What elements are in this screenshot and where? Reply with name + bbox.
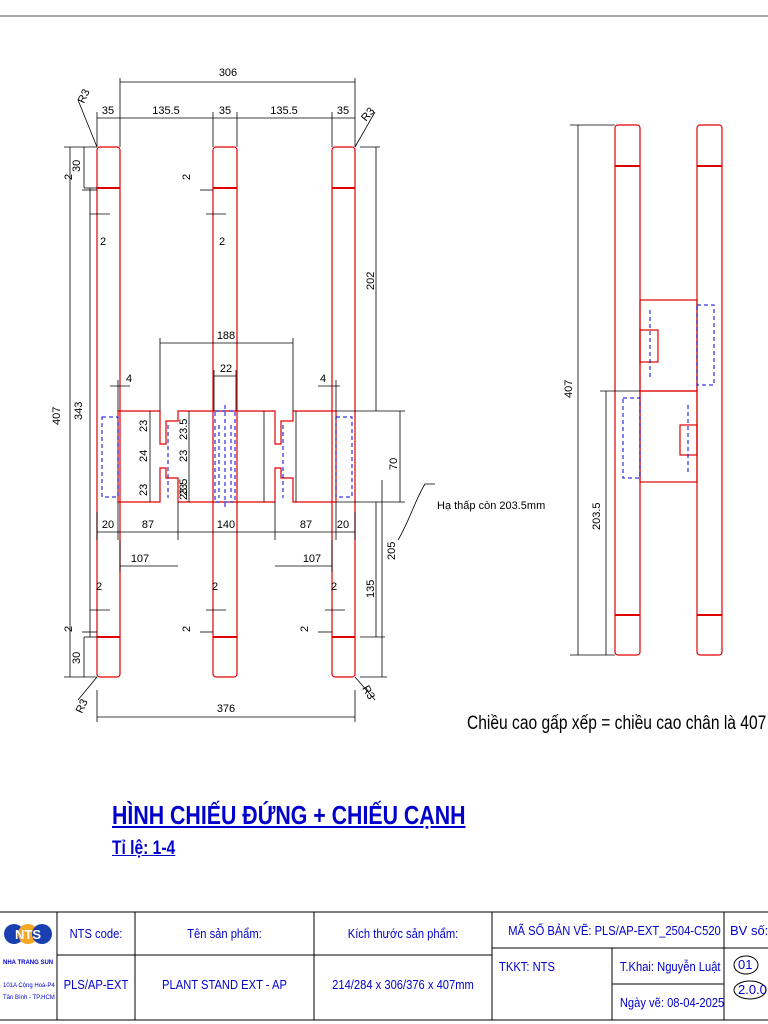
title-block-grid	[0, 911, 768, 1021]
svg-text:2: 2	[63, 174, 75, 180]
svg-text:Hạ thấp còn 203.5mm: Hạ thấp còn 203.5mm	[437, 500, 545, 512]
svg-text:35: 35	[219, 105, 231, 117]
svg-text:2: 2	[181, 174, 193, 180]
company-address-2: Tân Bình - TP.HCM	[3, 995, 55, 1001]
code-label: NTS code:	[69, 926, 123, 941]
leg-right	[331, 146, 356, 678]
product-value: PLANT STAND EXT - AP	[162, 977, 287, 992]
company-logo: NTS	[4, 924, 52, 944]
svg-text:2: 2	[212, 581, 218, 593]
svg-text:2: 2	[299, 626, 311, 632]
company-name: NHA TRANG SUN	[3, 960, 54, 966]
svg-text:87: 87	[300, 519, 312, 531]
svg-text:2: 2	[331, 581, 337, 593]
svg-text:30: 30	[71, 160, 83, 172]
svg-text:2: 2	[96, 581, 102, 593]
drawing-number: MÃ SỐ BẢN VẼ: PLS/AP-EXT_2504-C520	[508, 923, 721, 938]
svg-text:35: 35	[337, 105, 349, 117]
svg-text:2: 2	[100, 236, 106, 248]
svg-text:23: 23	[138, 484, 150, 496]
svg-text:140: 140	[217, 519, 235, 531]
svg-text:202: 202	[365, 272, 377, 290]
size-label: Kích thước sản phẩm:	[347, 926, 459, 941]
leg-left	[96, 146, 121, 678]
svg-text:135.5: 135.5	[152, 105, 180, 117]
svg-text:23: 23	[178, 450, 190, 462]
svg-text:20: 20	[102, 519, 114, 531]
size-value: 214/284 x 306/376 x 407mm	[332, 977, 474, 992]
dimension-lines	[64, 78, 435, 722]
svg-text:203.5: 203.5	[591, 502, 603, 530]
svg-text:343: 343	[73, 402, 85, 420]
leg-middle	[212, 146, 238, 678]
svg-text:24: 24	[138, 450, 150, 462]
crossbar	[117, 410, 337, 503]
svg-text:87: 87	[142, 519, 154, 531]
svg-text:2: 2	[181, 626, 193, 632]
revision-label: BV số:	[730, 923, 768, 938]
dimension-labels: 306 35 135.5 35 135.5 35 R3 R3 R3 R3 30 …	[51, 67, 603, 715]
product-label: Tên sản phẩm:	[187, 926, 262, 941]
svg-text:22: 22	[220, 363, 232, 375]
svg-text:135.5: 135.5	[270, 105, 298, 117]
svg-text:205: 205	[386, 542, 398, 560]
svg-text:R3: R3	[76, 87, 93, 105]
svg-text:4: 4	[320, 373, 326, 385]
svg-text:2: 2	[63, 626, 75, 632]
drawing-date: Ngày vẽ: 08-04-2025	[619, 995, 725, 1010]
svg-text:R3: R3	[74, 697, 91, 715]
svg-text:407: 407	[51, 407, 63, 425]
svg-text:R3: R3	[359, 105, 377, 123]
code-value: PLS/AP-EXT	[63, 977, 129, 992]
front-view	[64, 78, 435, 722]
svg-text:107: 107	[131, 553, 149, 565]
company-address-1: 101A Cộng Hoà-P4	[3, 983, 55, 989]
svg-text:23.5: 23.5	[178, 419, 190, 440]
svg-text:188: 188	[217, 330, 235, 342]
svg-text:30: 30	[71, 652, 83, 664]
svg-text:2: 2	[219, 236, 225, 248]
hidden-lines	[101, 405, 353, 508]
svg-text:135: 135	[365, 580, 377, 598]
revision-sheet: 01	[738, 957, 753, 972]
logo-letters: NTS	[15, 927, 41, 942]
svg-text:306: 306	[219, 67, 237, 79]
designer: T.Khai: Nguyễn Luật	[619, 959, 721, 974]
drawing-title: HÌNH CHIẾU ĐỨNG + CHIẾU CẠNH	[112, 800, 466, 830]
svg-text:70: 70	[388, 458, 400, 470]
revision-version: 2.0.0	[738, 982, 767, 997]
svg-text:107: 107	[303, 553, 321, 565]
svg-text:376: 376	[217, 703, 235, 715]
drawing-scale: Tỉ lệ: 1-4	[112, 838, 176, 859]
tkkt: TKKT: NTS	[499, 959, 555, 974]
svg-text:20: 20	[337, 519, 349, 531]
svg-text:407: 407	[563, 380, 575, 398]
side-view	[570, 124, 723, 656]
svg-text:35: 35	[102, 105, 114, 117]
fold-height-note: Chiều cao gấp xếp = chiều cao chân là 40…	[467, 713, 767, 734]
svg-text:23: 23	[178, 484, 190, 496]
svg-text:23: 23	[138, 420, 150, 432]
svg-text:23.5: 23.5	[178, 479, 190, 500]
svg-text:4: 4	[126, 373, 132, 385]
